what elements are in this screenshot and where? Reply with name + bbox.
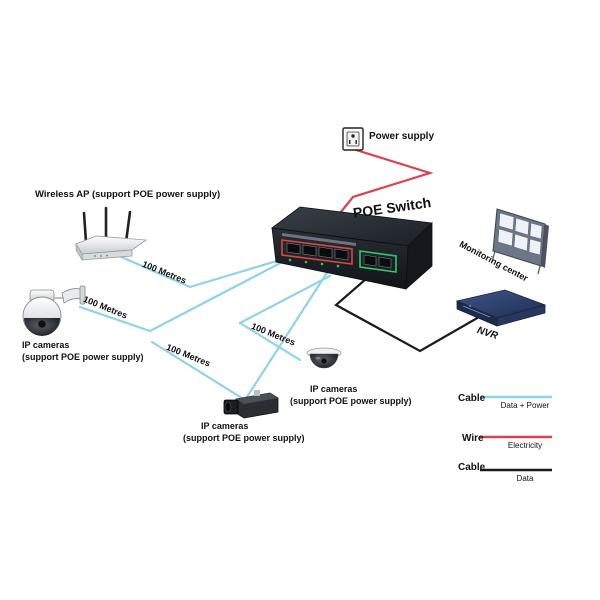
- wireless-router-icon: [75, 206, 148, 262]
- ip-camera-left-label-line2: (support POE power supply): [22, 352, 144, 362]
- data-cable: [334, 270, 488, 353]
- poe-cables: [78, 250, 332, 402]
- legend-cable-data-title: Cable: [458, 462, 486, 473]
- box-camera-icon: [223, 390, 279, 419]
- wireless-ap-label: Wireless AP (support POE power supply): [35, 189, 221, 200]
- ip-camera-mid-label-line2: (support POE power supply): [290, 396, 412, 406]
- legend-wire-title: Wire: [462, 433, 484, 444]
- ip-camera-bottom-label-line1: IP cameras: [201, 421, 249, 431]
- poe-cable-ap: [108, 250, 302, 289]
- poe-switch-icon: [270, 206, 433, 290]
- power-supply-label: Power supply: [369, 131, 435, 142]
- ip-camera-left-label-line1: IP cameras: [22, 340, 70, 350]
- legend-cable-data-sub: Data: [516, 474, 534, 483]
- dome-camera-icon: [306, 347, 342, 369]
- ip-camera-mid-label-line1: IP cameras: [310, 384, 358, 394]
- poe-cable-mid-camera: [238, 274, 332, 325]
- poe-cable-left-camera: [78, 256, 292, 333]
- legend-wire-sub: Electricity: [507, 441, 543, 450]
- legend-cable-poe-title: Cable: [458, 393, 486, 404]
- ptz-camera-icon: [22, 285, 86, 336]
- legend-cable-poe-sub: Data + Power: [500, 401, 550, 410]
- poe-cable-bottom-camera: [150, 266, 332, 402]
- power-wire: [330, 148, 434, 225]
- monitoring-center-icon: [491, 208, 549, 275]
- nvr-icon: [455, 289, 547, 327]
- power-outlet-icon: [342, 127, 364, 151]
- ip-camera-bottom-label-line2: (support POE power supply): [183, 433, 305, 443]
